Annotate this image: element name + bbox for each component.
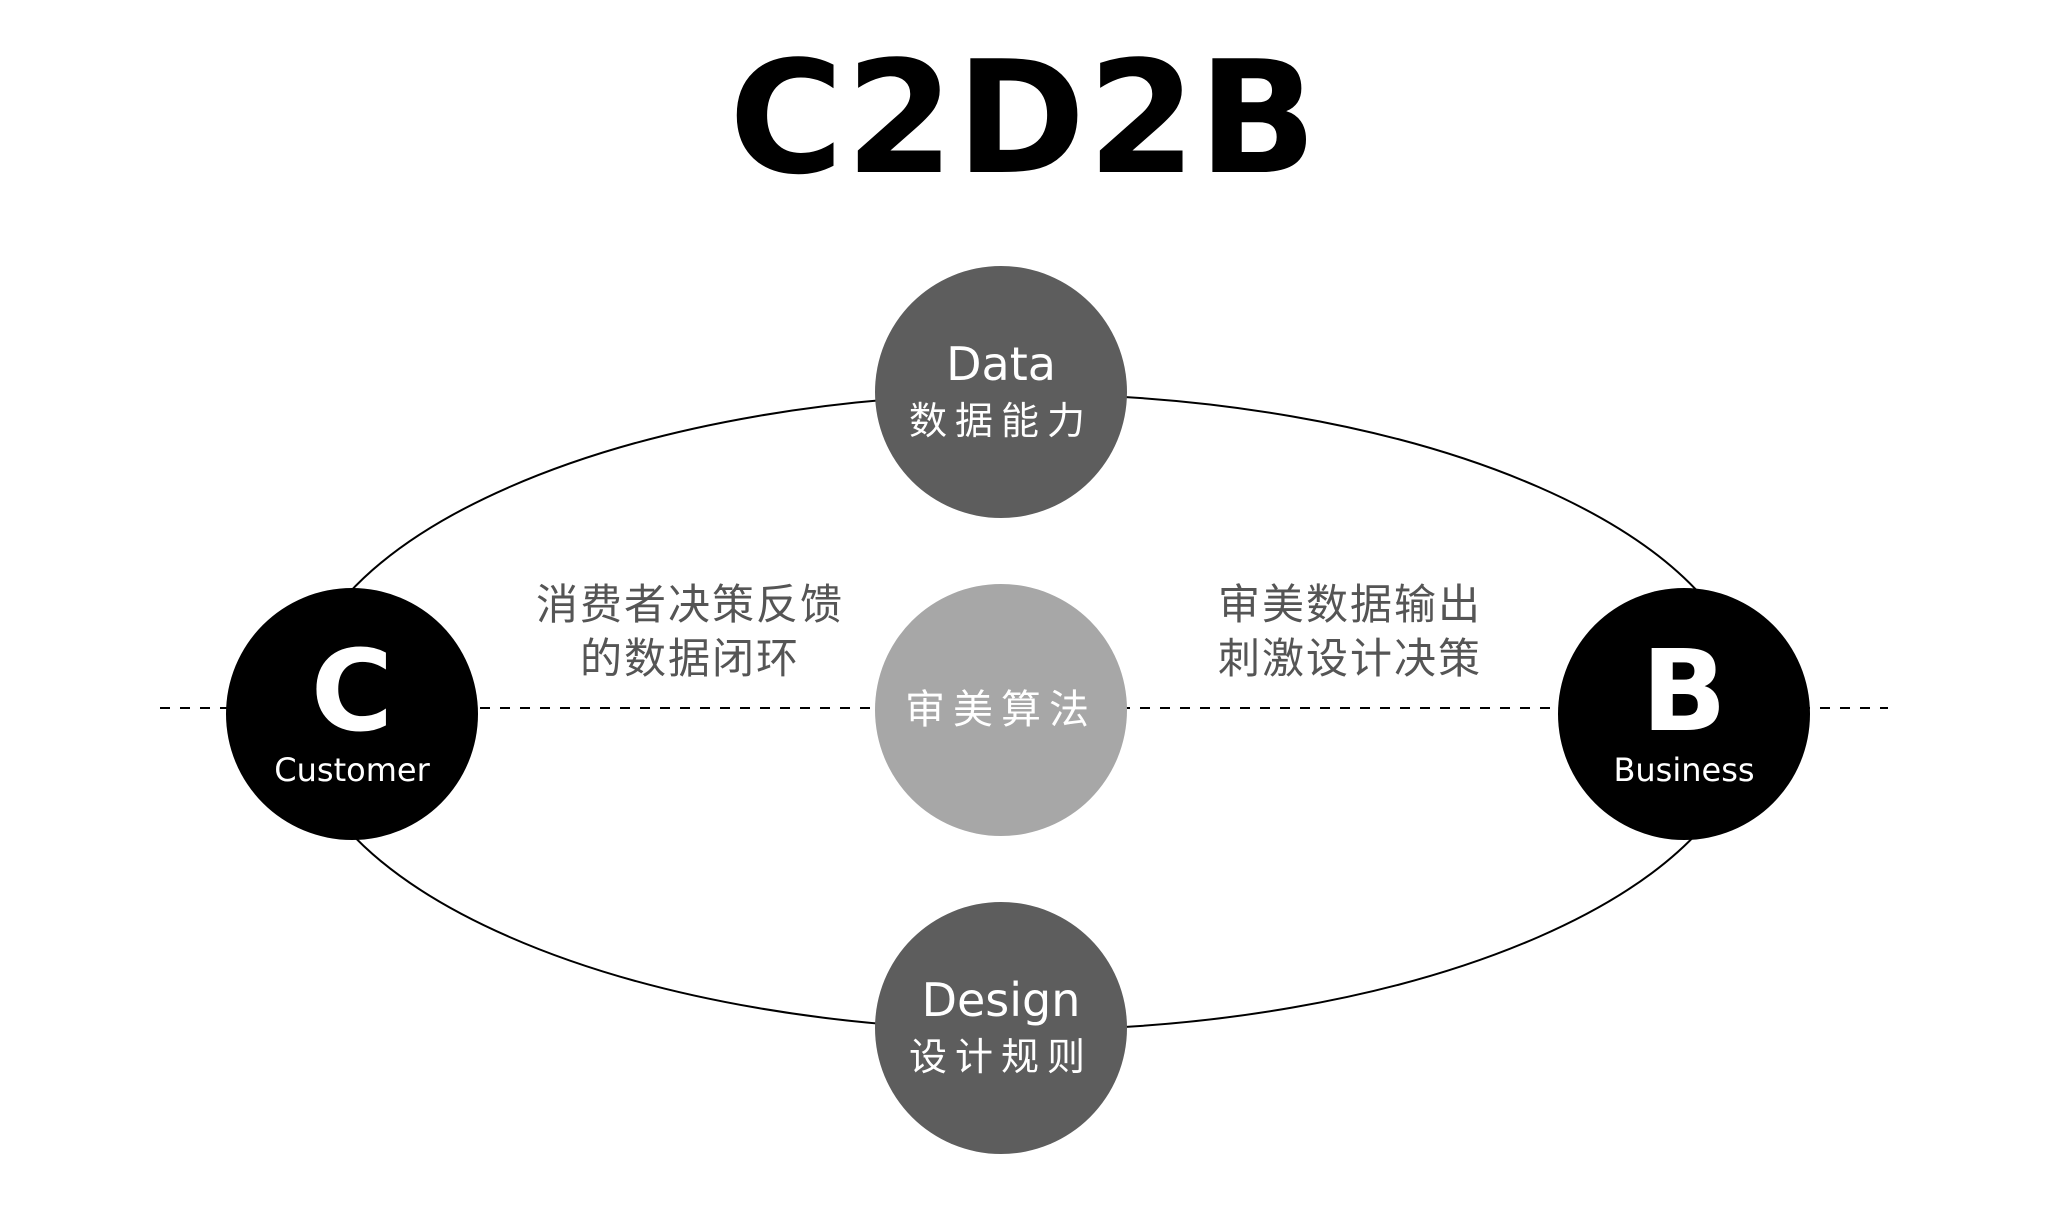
design-node: Design 设计规则: [875, 902, 1127, 1154]
right-description-line: 刺激设计决策: [1217, 634, 1482, 683]
business-node: B Business: [1558, 588, 1810, 840]
left-description: 消费者决策反馈 的数据闭环: [500, 578, 880, 686]
customer-node-letter: C: [310, 626, 394, 757]
data-node-label: Data: [946, 336, 1056, 391]
customer-node: C Customer: [226, 588, 478, 840]
left-description-line: 消费者决策反馈: [535, 580, 844, 629]
algorithm-node-label: 审美算法: [905, 687, 1097, 733]
left-description-line: 的数据闭环: [579, 634, 800, 683]
customer-node-label: Customer: [274, 751, 430, 789]
design-node-sublabel: 设计规则: [908, 1034, 1093, 1079]
business-node-label: Business: [1613, 751, 1755, 789]
right-description: 审美数据输出 刺激设计决策: [1160, 578, 1540, 686]
page-title: C2D2B: [729, 27, 1319, 209]
business-node-letter: B: [1641, 626, 1727, 757]
data-node: Data 数据能力: [875, 266, 1127, 518]
right-description-line: 审美数据输出: [1217, 580, 1482, 629]
algorithm-node: 审美算法: [875, 584, 1127, 836]
data-node-sublabel: 数据能力: [908, 398, 1093, 443]
design-node-label: Design: [921, 972, 1081, 1027]
